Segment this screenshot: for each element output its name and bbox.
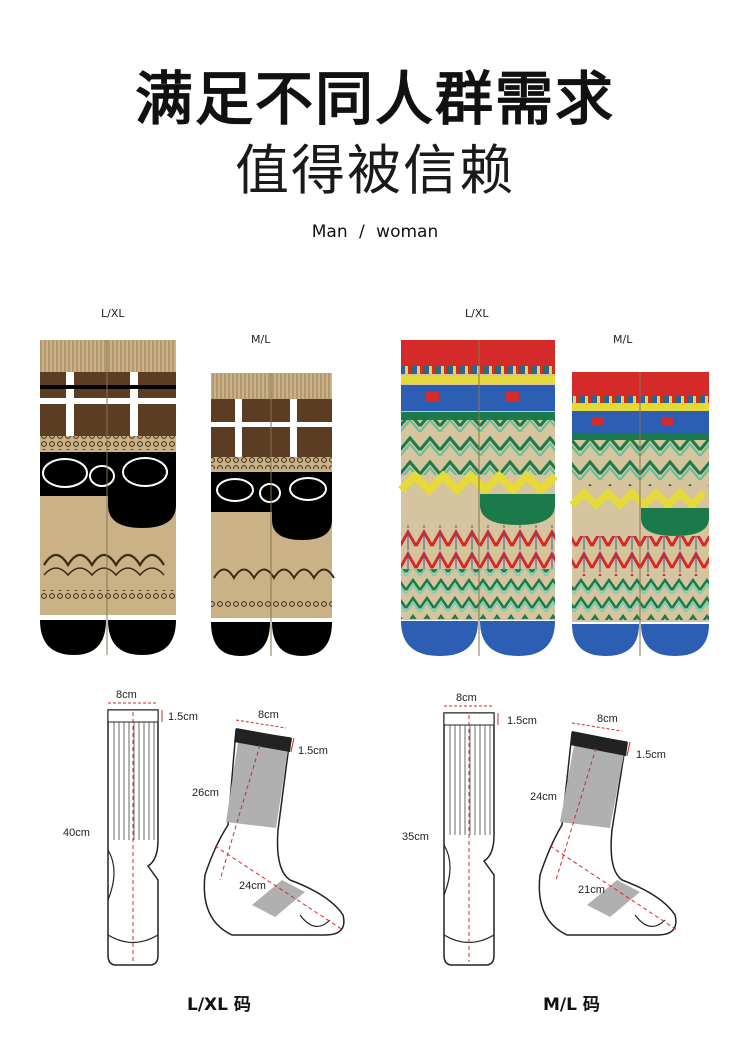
gender-subtitle: Man / woman (311, 222, 439, 242)
ml-flat-cuff: 1.5cm (507, 715, 537, 727)
size-chart-lxl-flat (107, 702, 163, 966)
lxl-flat-cuff: 1.5cm (168, 711, 198, 723)
ml-flat-width: 8cm (456, 692, 477, 704)
sock-right-ml (569, 372, 709, 656)
ml-side-cuff: 1.5cm (636, 749, 666, 761)
sock-left-ml (211, 373, 335, 656)
lxl-side-leg: 26cm (192, 787, 219, 799)
size-label-lxl-right: L/XL (465, 307, 489, 320)
size-label-lxl-left: L/XL (101, 307, 125, 320)
lxl-flat-width: 8cm (116, 689, 137, 701)
size-label-ml-left: M/L (251, 333, 271, 346)
size-chart-ml-flat (443, 705, 499, 966)
subheadline: 值得被信赖 (235, 139, 515, 202)
sock-left-lxl (40, 340, 176, 655)
ml-flat-length: 35cm (402, 831, 429, 843)
lxl-side-foot: 24cm (239, 880, 266, 892)
size-chart-ml-side (538, 722, 678, 936)
headline: 满足不同人群需求 (134, 65, 615, 133)
caption-ml: M/L 码 (543, 995, 600, 1015)
ml-side-foot: 21cm (578, 884, 605, 896)
lxl-flat-length: 40cm (63, 827, 90, 839)
caption-lxl: L/XL 码 (187, 995, 251, 1015)
size-chart-lxl-side (203, 719, 345, 936)
lxl-side-opening: 8cm (258, 709, 279, 721)
sock-right-lxl (398, 340, 558, 656)
size-label-ml-right: M/L (613, 333, 633, 346)
lxl-side-cuff: 1.5cm (298, 745, 328, 757)
ml-side-opening: 8cm (597, 713, 618, 725)
ml-side-leg: 24cm (530, 791, 557, 803)
